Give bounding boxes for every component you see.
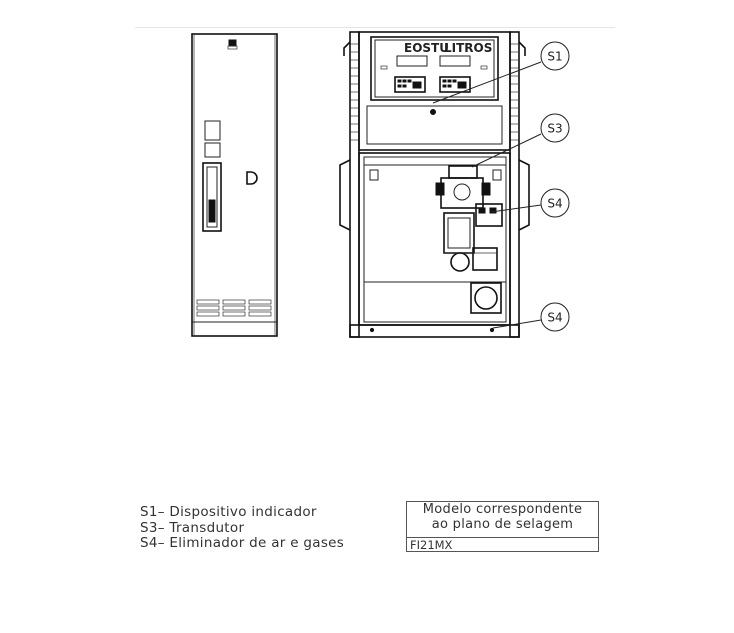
callout-leader-s4-upper	[490, 204, 542, 213]
callout-circle-s4-upper	[540, 188, 570, 218]
vent-grille	[196, 299, 272, 317]
display-keypad-left	[394, 76, 426, 93]
callout-label-s1: S1	[547, 50, 562, 64]
latch-icon	[228, 39, 237, 47]
top-rule	[135, 27, 615, 28]
model-title: Modelo correspondente ao plano de selage…	[407, 502, 598, 532]
callout-circle-s4-lower	[540, 302, 570, 332]
display-keypad-right	[439, 76, 471, 93]
model-title-line2: ao plano de selagem	[431, 516, 574, 532]
callout-label-s3: S3	[547, 122, 562, 136]
callout-label-s4-upper: S4	[547, 197, 562, 211]
display-left-label: EOSTU	[404, 41, 449, 55]
callouts: S1 S3 S4 S4	[432, 41, 570, 332]
model-box: Modelo correspondente ao plano de selage…	[406, 501, 599, 552]
side-view-outline	[191, 33, 278, 337]
callout-label-s4-lower: S4	[547, 311, 562, 325]
display-panel	[370, 36, 499, 101]
legend-item-s4: S4– Eliminador de ar e gases	[140, 535, 345, 551]
callout-circle-s3	[540, 113, 570, 143]
front-view: EOSTU LITROS	[339, 31, 530, 338]
model-divider	[407, 537, 598, 538]
callout-circle-s1	[540, 41, 570, 71]
model-title-line1: Modelo correspondente	[422, 502, 583, 517]
callout-leader-s4-lower	[492, 319, 542, 329]
hose-slot	[202, 162, 222, 232]
legend: S1– Dispositivo indicador S3– Transdutor…	[140, 504, 345, 552]
model-code: FI21MX	[410, 538, 453, 552]
callout-leader-s3	[471, 133, 542, 168]
callout-leader-s1	[432, 61, 542, 104]
display-right-label: LITROS	[444, 41, 492, 55]
air-eliminator	[475, 203, 503, 227]
legend-item-s3: S3– Transdutor	[140, 519, 245, 536]
handle-icon	[246, 171, 258, 185]
legend-item-s1: S1– Dispositivo indicador	[140, 504, 317, 520]
side-view	[191, 33, 278, 337]
